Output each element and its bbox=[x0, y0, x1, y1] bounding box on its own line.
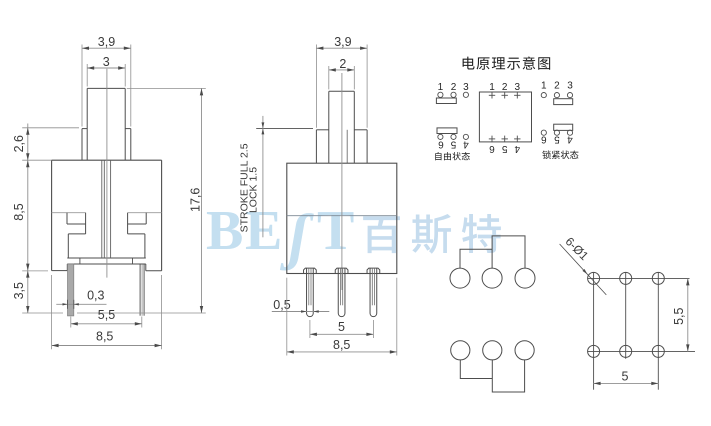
svg-text:2: 2 bbox=[339, 57, 346, 71]
svg-text:6: 6 bbox=[541, 133, 547, 144]
svg-text:2: 2 bbox=[502, 82, 508, 93]
svg-text:2,6: 2,6 bbox=[12, 135, 26, 152]
svg-text:8,5: 8,5 bbox=[96, 329, 113, 343]
svg-text:E: E bbox=[245, 200, 282, 262]
svg-text:B: B bbox=[206, 200, 243, 262]
svg-text:T: T bbox=[317, 200, 354, 262]
svg-text:STROKE FULL 2.5: STROKE FULL 2.5 bbox=[238, 143, 250, 232]
svg-text:6: 6 bbox=[489, 143, 495, 154]
svg-text:8,5: 8,5 bbox=[12, 203, 26, 220]
svg-text:5: 5 bbox=[622, 370, 629, 384]
svg-text:5,5: 5,5 bbox=[672, 307, 686, 324]
svg-text:0,5: 0,5 bbox=[273, 298, 290, 312]
svg-text:2: 2 bbox=[554, 81, 560, 92]
svg-text:3: 3 bbox=[515, 82, 521, 93]
svg-text:1: 1 bbox=[541, 81, 547, 92]
svg-text:4: 4 bbox=[567, 133, 573, 144]
svg-text:5,5: 5,5 bbox=[98, 308, 115, 322]
svg-text:LOCK 1.5: LOCK 1.5 bbox=[247, 167, 259, 213]
svg-text:6: 6 bbox=[438, 139, 444, 150]
svg-text:3: 3 bbox=[103, 55, 110, 69]
svg-text:3: 3 bbox=[463, 82, 469, 93]
svg-text:1: 1 bbox=[489, 82, 495, 93]
svg-text:5: 5 bbox=[338, 320, 345, 334]
svg-text:5: 5 bbox=[501, 143, 507, 154]
svg-text:17,6: 17,6 bbox=[189, 188, 203, 212]
svg-text:8,5: 8,5 bbox=[333, 338, 350, 352]
svg-text:4: 4 bbox=[463, 139, 469, 150]
svg-text:4: 4 bbox=[514, 143, 520, 154]
svg-text:3,9: 3,9 bbox=[98, 35, 115, 49]
svg-text:5: 5 bbox=[554, 133, 560, 144]
svg-text:0,3: 0,3 bbox=[87, 288, 104, 302]
svg-text:3: 3 bbox=[567, 81, 573, 92]
svg-text:5: 5 bbox=[450, 139, 456, 150]
svg-text:2: 2 bbox=[451, 82, 457, 93]
svg-text:3,9: 3,9 bbox=[334, 35, 351, 49]
svg-text:3,5: 3,5 bbox=[12, 282, 26, 299]
svg-text:1: 1 bbox=[438, 82, 444, 93]
